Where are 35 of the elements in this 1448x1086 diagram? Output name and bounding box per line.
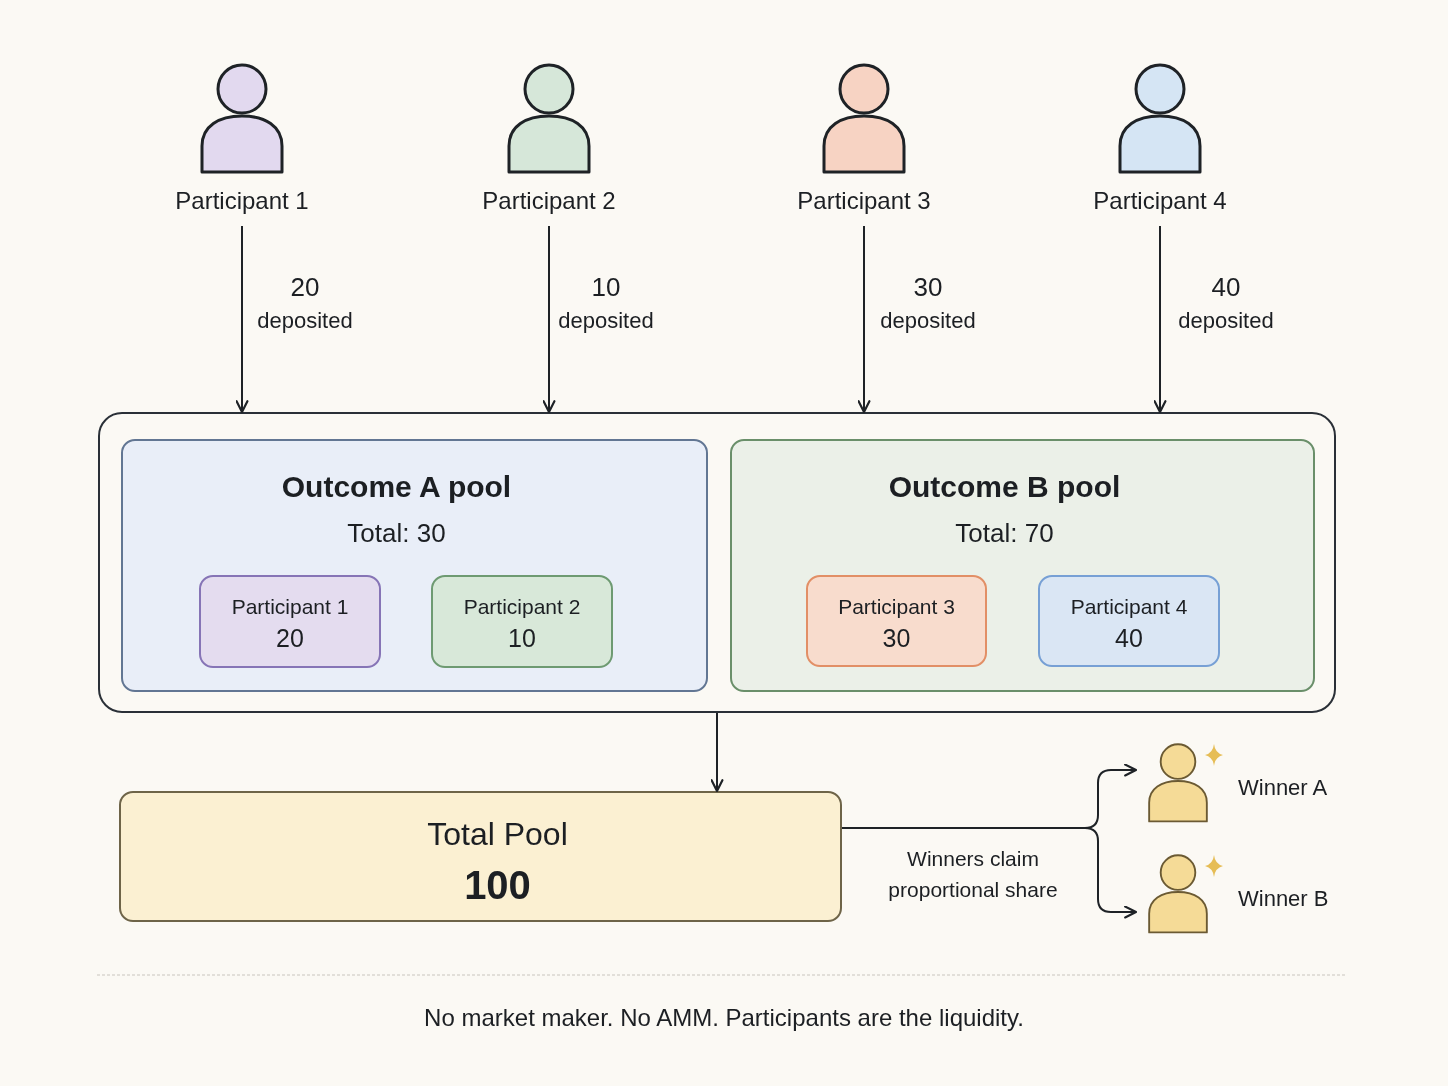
pool-panel [730, 439, 1315, 692]
pool-total: Total: 70 [954, 517, 1055, 550]
participant-label: Participant 4 [1092, 186, 1228, 216]
arrow [710, 712, 724, 793]
arrow [857, 225, 871, 414]
participant-name: Participant 1 [230, 594, 350, 620]
arrow [841, 827, 1138, 919]
footnote-text: No market maker. No AMM. Participants are the liquidity. [423, 1003, 1025, 1033]
amount-value: 20 [275, 623, 305, 654]
participant-name: Participant 4 [1069, 594, 1189, 620]
participant-box [199, 575, 381, 668]
arrow [235, 225, 249, 414]
participant-name: Participant 3 [837, 594, 956, 620]
pool-title: Outcome A pool [280, 469, 513, 505]
amount-value: 40 [1114, 623, 1144, 654]
total-pool-box [119, 791, 842, 922]
participant-name: Participant 2 [462, 594, 582, 620]
participant-box [806, 575, 987, 667]
pool-panel [121, 439, 708, 692]
arrow [542, 225, 556, 414]
participant-box [431, 575, 613, 668]
participant-label: Participant 1 [174, 186, 310, 216]
pool-total: Total: 30 [346, 517, 447, 550]
amount-value: 10 [507, 623, 537, 654]
pool-title: Total Pool [426, 816, 569, 852]
container-box [98, 412, 1336, 713]
winner-label: Winner B [1238, 885, 1329, 913]
participant-label: Participant 2 [481, 186, 617, 216]
pool-title: Outcome B pool [887, 469, 1122, 505]
participant-label: Participant 3 [796, 186, 932, 216]
arrow [1153, 225, 1167, 414]
winner-label: Winner A [1238, 774, 1328, 802]
participant-box [1038, 575, 1220, 667]
amount-value: 30 [881, 623, 912, 654]
pool-amount: 100 [463, 862, 532, 909]
